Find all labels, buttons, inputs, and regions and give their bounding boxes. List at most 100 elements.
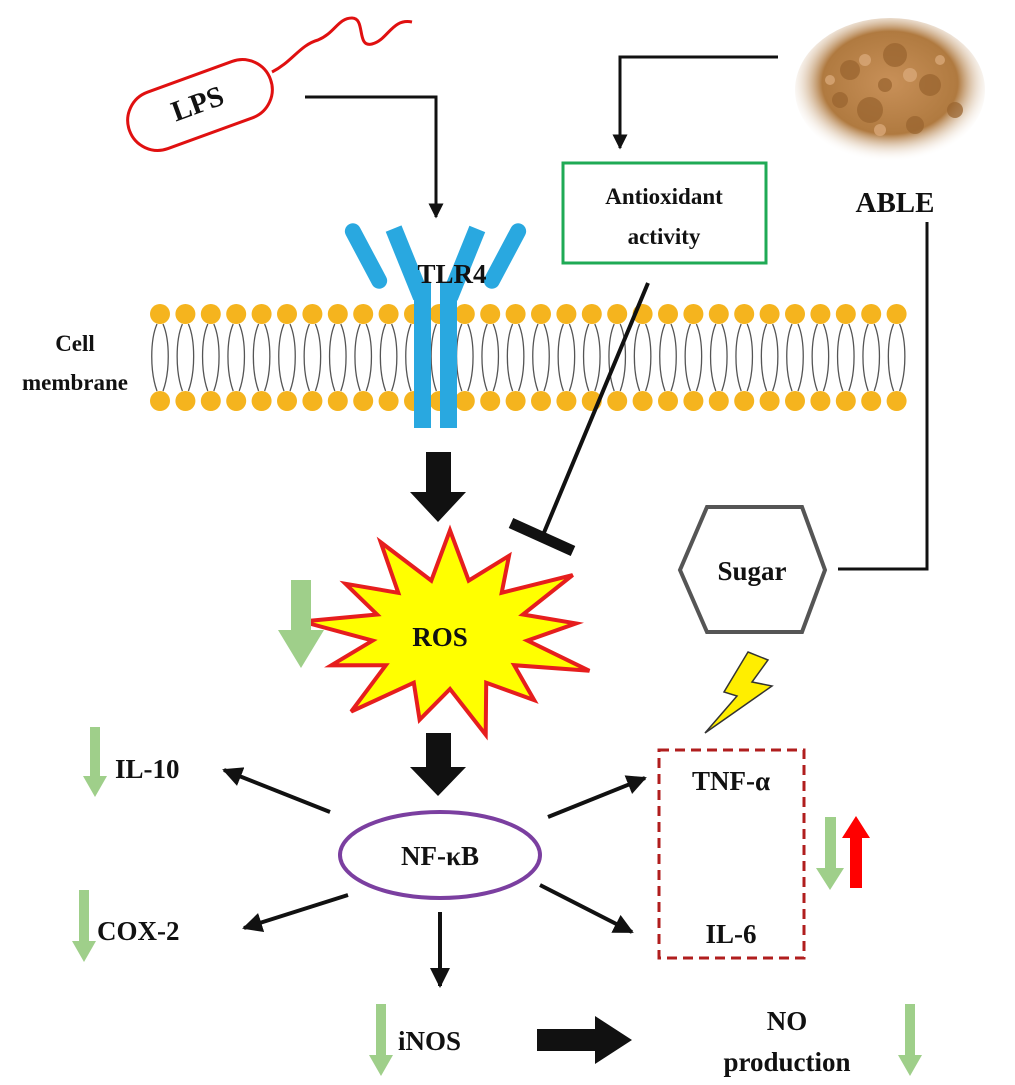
lipid-head-bottom	[556, 391, 577, 411]
lipid-head-bottom	[200, 391, 221, 411]
lps-bacterium: LPS	[126, 16, 413, 152]
lipid-head-bottom	[302, 391, 323, 411]
lipid-head-top	[581, 304, 602, 324]
lipid-head-top	[505, 304, 526, 324]
lipid-head-bottom	[251, 391, 272, 411]
lipid-tails	[303, 323, 322, 392]
tlr4-receptor-icon	[344, 223, 527, 428]
lipid-tails	[684, 323, 703, 392]
lps-to-tlr4-arrow	[305, 95, 444, 219]
antioxidant-label-line1: Antioxidant	[605, 184, 723, 209]
il10-decrease-arrow	[83, 727, 107, 797]
able-to-antioxidant-arrow	[612, 55, 778, 150]
able-label: ABLE	[856, 187, 935, 219]
no-label-line1: NO	[767, 1006, 808, 1036]
lipid-tails	[760, 323, 779, 392]
lipid-head-bottom	[607, 391, 628, 411]
lipid-tails	[862, 323, 881, 392]
nfkb-to-il10-arrow	[222, 767, 331, 814]
lipid-head-bottom	[632, 391, 653, 411]
lipid-head-bottom	[454, 391, 475, 411]
lipid-head-bottom	[683, 391, 704, 411]
able-to-sugar-line	[838, 222, 929, 571]
nfkb-to-il6-arrow	[539, 883, 634, 934]
lipid-tails	[735, 323, 754, 392]
lipid-head-top	[734, 304, 755, 324]
lipid-tails	[227, 323, 246, 392]
cytokine-box	[657, 748, 806, 960]
lipid-head-bottom	[861, 391, 882, 411]
tlr4-label: TLR4	[417, 259, 486, 289]
ros-decrease-arrow	[278, 580, 324, 668]
no-decrease-arrow	[898, 1004, 922, 1076]
no-label-line2: production	[723, 1047, 850, 1077]
antioxidant-label-line2: activity	[628, 224, 701, 249]
nfkb-to-cox2-arrow	[242, 893, 349, 933]
lipid-head-top	[861, 304, 882, 324]
antioxidant-box	[561, 161, 768, 265]
able-powder-image	[795, 18, 985, 162]
lipid-head-bottom	[505, 391, 526, 411]
lipid-tails	[379, 323, 398, 392]
lipid-tails	[354, 323, 373, 392]
lipid-head-bottom	[175, 391, 196, 411]
lipid-head-bottom	[759, 391, 780, 411]
lipid-head-top	[556, 304, 577, 324]
antioxidant-inhibition-line	[508, 282, 650, 557]
lipid-tails	[481, 323, 500, 392]
lipid-head-top	[683, 304, 704, 324]
lipid-head-bottom	[658, 391, 678, 411]
lipid-head-top	[353, 304, 374, 324]
lipid-tails	[557, 323, 576, 392]
lipid-head-bottom	[835, 391, 856, 411]
lipid-tails	[201, 323, 220, 392]
lipid-head-top	[454, 304, 475, 324]
lipid-head-top	[480, 304, 501, 324]
lipid-tails	[786, 323, 804, 392]
inos-to-no-arrow	[537, 1016, 632, 1064]
lipid-head-bottom	[277, 391, 297, 411]
lipid-head-top	[886, 304, 907, 324]
lipid-head-top	[785, 304, 805, 324]
lipid-head-top	[708, 304, 729, 324]
lipid-head-top	[277, 304, 297, 324]
lipid-head-top	[226, 304, 247, 324]
ros-to-nfkb-arrow	[410, 733, 466, 796]
lipid-tails	[278, 323, 296, 392]
lipid-head-top	[607, 304, 628, 324]
lipid-tails	[176, 323, 195, 392]
lipid-head-top	[175, 304, 196, 324]
lightning-icon	[704, 651, 774, 734]
lipid-head-top	[810, 304, 831, 324]
lipid-tails	[582, 323, 601, 392]
il6-label: IL-6	[705, 919, 756, 949]
lipid-head-top	[531, 304, 551, 324]
lipid-head-bottom	[353, 391, 374, 411]
cytokine-decrease-arrow	[816, 817, 844, 890]
lipid-head-top	[658, 304, 678, 324]
lipid-head-top	[200, 304, 221, 324]
sugar-label: Sugar	[717, 556, 786, 586]
il10-label: IL-10	[115, 754, 180, 784]
cell-membrane-label-line2: membrane	[22, 370, 128, 395]
lipid-tails	[633, 323, 652, 392]
lipid-tails	[532, 323, 550, 392]
lipid-tails	[836, 323, 855, 392]
lipid-head-top	[378, 304, 399, 324]
tnf-label: TNF-α	[692, 766, 770, 796]
lipid-tails	[709, 323, 728, 392]
lipid-head-top	[835, 304, 856, 324]
lipid-head-top	[251, 304, 272, 324]
tlr4-to-ros-arrow	[410, 452, 466, 522]
lipid-head-bottom	[785, 391, 805, 411]
lipid-head-bottom	[480, 391, 501, 411]
lipid-head-top	[327, 304, 348, 324]
lipid-head-bottom	[708, 391, 729, 411]
lipid-tails	[252, 323, 271, 392]
lipid-head-bottom	[150, 391, 170, 411]
lipid-tails	[811, 323, 830, 392]
lipid-head-bottom	[327, 391, 348, 411]
nfkb-to-tnf-arrow	[547, 775, 647, 819]
cox2-label: COX-2	[97, 916, 180, 946]
